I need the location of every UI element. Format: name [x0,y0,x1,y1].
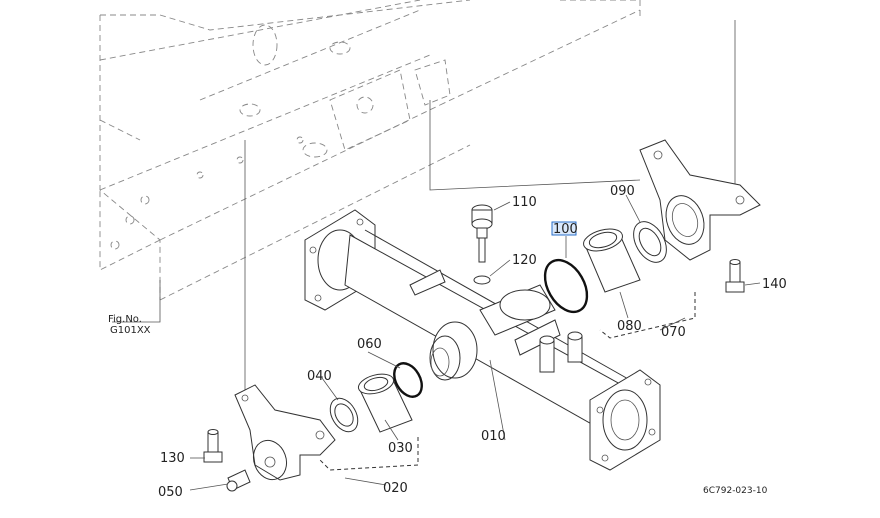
o-ring-120 [473,275,491,285]
label-090: 090 [610,184,635,199]
label-020: 020 [383,481,408,496]
label-050: 050 [158,485,183,500]
label-100: 100 [553,222,578,237]
bolt-140 [725,259,745,293]
label-100-highlight [551,221,577,236]
label-120: 120 [512,253,537,268]
bolt-130 [203,429,223,463]
label-010: 010 [481,429,506,444]
group-bracket-070 [599,292,696,339]
label-130: 130 [160,451,185,466]
bushing-080 [583,228,641,293]
label-040: 040 [307,369,332,384]
bracket-070 [639,139,761,261]
fig-no-value: G101XX [110,325,151,336]
fig-no-label: Fig.No. [108,314,142,325]
o-ring-100 [543,258,589,314]
o-ring-060 [393,362,423,398]
label-070: 070 [661,325,686,340]
plug-110 [471,204,493,263]
label-140: 140 [762,277,787,292]
drawing-code: 6C792-023-10 [703,486,768,496]
label-080: 080 [617,319,642,334]
leader-lines [189,194,761,491]
frame-outline [99,0,641,301]
label-030: 030 [388,441,413,456]
bushing-030 [357,373,413,433]
group-bracket-020 [319,437,419,471]
label-060: 060 [357,337,382,352]
collar-090 [633,221,667,263]
leader-frame-right [429,100,641,191]
label-110: 110 [512,195,537,210]
bracket-020 [234,384,336,481]
fig-reference: Fig.No. G101XX [108,280,161,336]
axle-tube [304,209,661,471]
collar-040 [329,397,359,433]
grease-fitting-050 [226,469,251,492]
